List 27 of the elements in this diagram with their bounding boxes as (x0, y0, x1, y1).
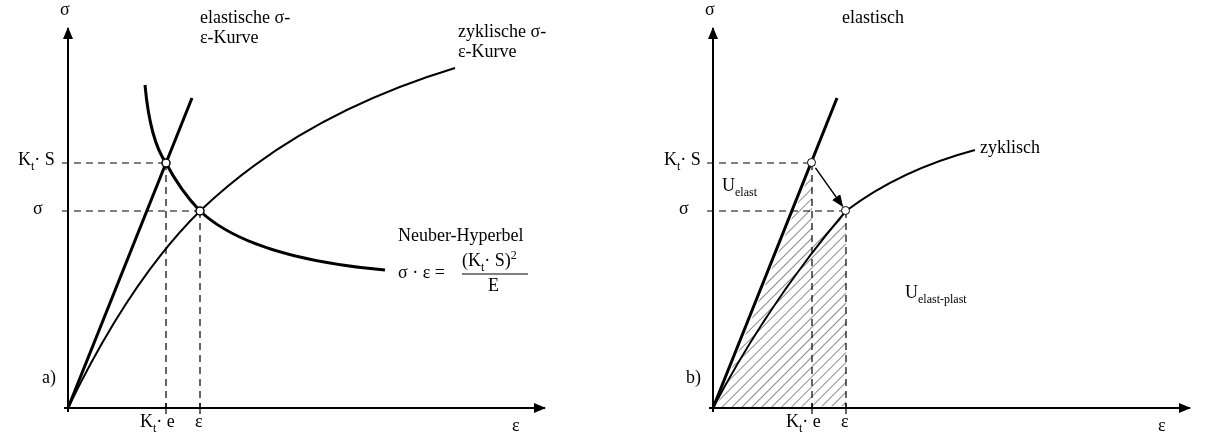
tick-label: K$_{t}$· e (140, 412, 175, 435)
tick-label: K$_{t}$· e (786, 412, 821, 435)
axis-label: ε (1158, 416, 1166, 436)
axis-label: σ (60, 0, 70, 20)
curve-label: elastische σ-ε-Kurve (200, 8, 292, 48)
curve-label: zyklisch (980, 138, 1040, 158)
curve-point (807, 158, 816, 167)
panel-label: a) (42, 368, 56, 388)
curve-label: zyklische σ-ε-Kurve (458, 22, 548, 62)
area-label: U$_{elast-plast}$ (905, 283, 967, 306)
tick-label: σ (679, 199, 689, 219)
tick-label: σ (33, 199, 43, 219)
axis-label: ε (512, 416, 520, 436)
tick-label: K$_{t}$· S (18, 150, 55, 173)
tick-label: ε (195, 412, 203, 432)
tick-label: ε (841, 412, 849, 432)
curve-label: elastisch (842, 8, 904, 28)
axis-label: σ (705, 0, 715, 20)
area-label: U$_{elast}$ (722, 176, 757, 199)
curve-label: Neuber-Hyperbel (398, 226, 524, 246)
formula: (K$_{t}$· S)$^{2}$ (462, 249, 517, 274)
curve-point (841, 206, 850, 215)
arrow (814, 167, 844, 207)
formula: E (488, 276, 499, 296)
tick-label: K$_{t}$· S (664, 150, 701, 173)
panel-label: b) (686, 368, 701, 388)
formula: σ · ε = (398, 263, 445, 283)
